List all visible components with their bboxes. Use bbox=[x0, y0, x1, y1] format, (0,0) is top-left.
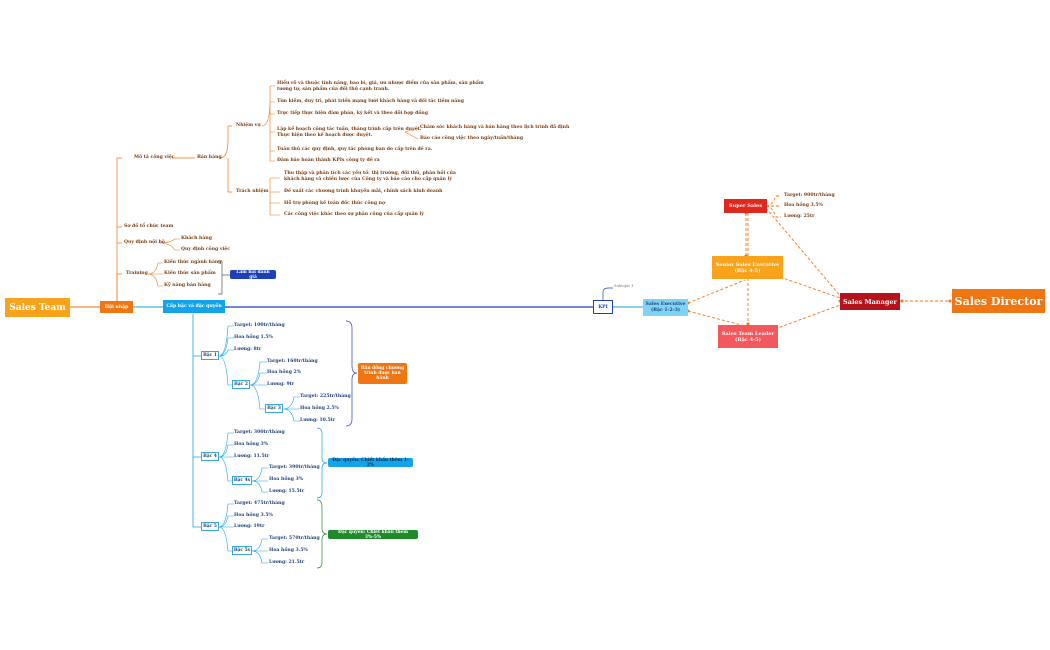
leader-line1: Sales Team Leader bbox=[721, 330, 775, 337]
sales-executive-node[interactable]: Sales Executive (Bậc 1-2-3) bbox=[643, 299, 688, 316]
bac5-target: Target: 475tr/tháng bbox=[234, 501, 285, 506]
sales-director-node[interactable]: Sales Director bbox=[952, 289, 1045, 313]
trachnhiem-item: Các công việc khác theo sự phân công của… bbox=[284, 212, 424, 217]
leader-line2: (Bậc 4-5) bbox=[734, 336, 761, 343]
bac1-target: Target: 100tr/tháng bbox=[234, 323, 285, 328]
training-item: Kỹ năng bán hàng bbox=[164, 283, 211, 288]
level-bac3[interactable]: Bậc 3 bbox=[265, 404, 283, 413]
bac5s-hoahong: Hoa hồng 3.5% bbox=[269, 548, 308, 553]
bac4s-target: Target: 390tr/tháng bbox=[269, 465, 320, 470]
bac5-hoahong: Hoa hồng 3.5% bbox=[234, 513, 273, 518]
quydinh-item: Quy định công việc bbox=[181, 247, 230, 252]
senior-sales-node[interactable]: Senior Sales Executive (Bậc 4-5) bbox=[712, 256, 783, 279]
nhiemvu-sub: Báo cáo công việc theo ngày/tuần/tháng bbox=[420, 136, 524, 141]
bac3-luong: Lương: 10.5tr bbox=[300, 418, 336, 423]
bac2-hoahong: Hoa hồng 2% bbox=[267, 370, 302, 375]
bac3-target: Target: 225tr/tháng bbox=[300, 394, 351, 399]
dongchuong-tag[interactable]: Bản đồng chương trình được ban hành bbox=[358, 363, 407, 384]
bac4-target: Target: 300tr/tháng bbox=[234, 430, 285, 435]
sodo-label: Sơ đồ tổ chức team bbox=[124, 224, 174, 229]
training-label: Training bbox=[126, 271, 148, 276]
level-bac4[interactable]: Bậc 4 bbox=[201, 452, 219, 461]
level-bac1[interactable]: Bậc 1 bbox=[201, 351, 219, 360]
nhiemvu-item: Thực hiện theo kế hoạch được duyệt. bbox=[277, 133, 373, 138]
bac5-luong: Lương: 19tr bbox=[234, 524, 265, 529]
nhiemvu-item: Trực tiếp thực hiện đàm phán, ký kết và … bbox=[277, 111, 428, 116]
senior-line1: Senior Sales Executive bbox=[715, 261, 780, 268]
dacquyen5-tag[interactable]: Đặc quyền: Chiết khấu thêm 3%-5% bbox=[328, 530, 418, 540]
training-item: Kiến thức ngành hàng bbox=[164, 260, 222, 265]
bac4s-hoahong: Hoa hồng 3% bbox=[269, 477, 304, 482]
banhang-label: Bán hàng bbox=[197, 155, 222, 160]
nhiemvu-sub: Chăm sóc khách hàng và bán hàng theo lịc… bbox=[420, 125, 570, 130]
trachnhiem-item: Đề xuất các chương trình khuyến mãi, chí… bbox=[284, 189, 443, 194]
nhiemvu-item: Tìm kiếm, duy trì, phát triển mạng lưới … bbox=[277, 99, 464, 104]
kpi-node[interactable]: KPI bbox=[593, 300, 613, 314]
level-bac4s[interactable]: Bậc 4s bbox=[232, 476, 252, 485]
nhiemvu-item: tương tự, sản phẩm của đối thủ cạnh tran… bbox=[277, 87, 390, 92]
bac1-hoahong: Hoa hồng 1.5% bbox=[234, 335, 273, 340]
quydinh-label: Quy định nội bộ bbox=[124, 240, 165, 245]
quydinh-item: Khách hàng bbox=[181, 236, 212, 241]
training-item: Kiến thức sản phẩm bbox=[164, 271, 216, 276]
trachnhiem-item: khách hàng và chiến lược của Công ty và … bbox=[284, 177, 453, 182]
nhiemvu-item: Hiểu rõ và thuộc tính năng, bao bì, giá,… bbox=[277, 81, 484, 86]
bac1-luong: Lương: 8tr bbox=[234, 347, 262, 352]
super-sales-node[interactable]: Super Sales bbox=[724, 199, 767, 213]
bac4-hoahong: Hoa hồng 3% bbox=[234, 442, 269, 447]
nhiemvu-item: Lập kế hoạch công tác tuần, tháng trình … bbox=[277, 127, 422, 132]
trachnhiem-label: Trách nhiệm bbox=[236, 189, 269, 194]
bac2-target: Target: 160tr/tháng bbox=[267, 359, 318, 364]
level-bac2[interactable]: Bậc 2 bbox=[232, 380, 250, 389]
bac4-luong: Lương: 11.5tr bbox=[234, 454, 270, 459]
super-luong: Lương: 25tr bbox=[784, 214, 815, 219]
trachnhiem-item: Hỗ trợ phòng kế toán đốc thúc công nợ bbox=[284, 201, 386, 206]
super-hoahong: Hoa hồng 3.5% bbox=[784, 203, 823, 208]
nhiemvu-label: Nhiệm vụ bbox=[236, 123, 261, 128]
training-tag[interactable]: Làm bài đánh giá bbox=[230, 270, 276, 280]
dacquyen4-tag[interactable]: Đặc quyền: Chiết khấu thêm 1-2% bbox=[328, 458, 413, 468]
capbac-node[interactable]: Cấp bậc và đặc quyền bbox=[163, 300, 225, 313]
subtopic-label: Subtopic 1 bbox=[614, 284, 634, 288]
nhiemvu-item: Tuân thủ các quy định, quy tác phòng ban… bbox=[277, 147, 433, 152]
mota-label: Mô tả công việc bbox=[134, 155, 175, 160]
bac5s-target: Target: 570tr/tháng bbox=[269, 536, 320, 541]
sales-manager-node[interactable]: Sales Manager bbox=[840, 293, 900, 310]
bac4s-luong: Lương: 15.5tr bbox=[269, 489, 305, 494]
hoinhap-node[interactable]: Hội nhập bbox=[100, 301, 133, 313]
team-leader-node[interactable]: Sales Team Leader (Bậc 4-5) bbox=[718, 325, 778, 348]
nhiemvu-item: Đảm bảo hoàn thành KPIs công ty đề ra bbox=[277, 158, 380, 163]
level-bac5s[interactable]: Bậc 5s bbox=[232, 546, 252, 555]
super-target: Target: 900tr/tháng bbox=[784, 193, 835, 198]
bac5s-luong: Lương: 21.5tr bbox=[269, 560, 305, 565]
level-bac5[interactable]: Bậc 5 bbox=[201, 522, 219, 531]
trachnhiem-item: Thu thập và phân tích các yếu tố: thị tr… bbox=[284, 171, 456, 176]
sales-executive-line2: (Bậc 1-2-3) bbox=[650, 307, 680, 313]
root-node[interactable]: Sales Team bbox=[5, 298, 70, 317]
bac3-hoahong: Hoa hồng 2.5% bbox=[300, 406, 339, 411]
bac2-luong: Lương: 9tr bbox=[267, 382, 295, 387]
sales-executive-line1: Sales Executive bbox=[645, 302, 686, 307]
senior-line2: (Bậc 4-5) bbox=[734, 267, 761, 274]
